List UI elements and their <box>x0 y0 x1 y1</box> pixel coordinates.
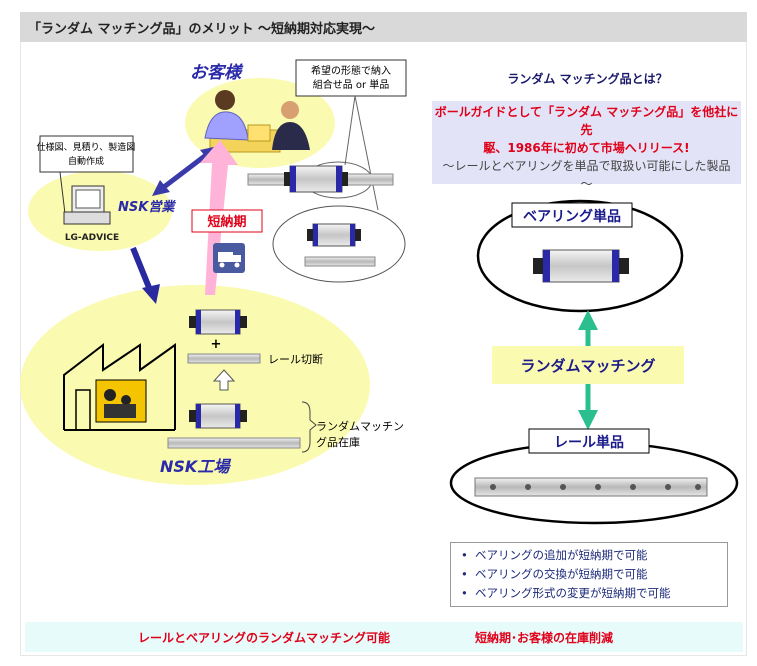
stock-rail <box>167 437 301 449</box>
up-arrow-icon <box>212 369 236 391</box>
benefit-item: ベアリング形式の変更が短納期で可能 <box>461 584 727 603</box>
docs-label-line2: 自動作成 <box>68 155 104 167</box>
short-delivery-label: 短納期 <box>207 214 246 230</box>
rail-with-bearing <box>247 165 394 193</box>
factory-bearing-top <box>189 309 247 335</box>
callout-line <box>344 95 356 166</box>
customer-label: お客様 <box>190 63 244 83</box>
sales-factory-arrow <box>130 246 160 304</box>
cut-rail <box>187 353 261 364</box>
header-title: 「ランダム マッチング品」のメリット ～短納期対応実現～ <box>28 22 376 37</box>
separate-rail <box>304 256 376 267</box>
bearing-unit-icon <box>533 249 629 283</box>
definition-title: ランダム マッチング品とは？ <box>507 72 668 86</box>
definition-red-line1: ボールガイドとして「ランダム マッチング品」を他社に先 <box>434 105 739 137</box>
factory-ellipse <box>20 285 370 485</box>
rail-label-box <box>528 428 650 454</box>
plus-label: + <box>211 337 222 352</box>
truck-icon <box>213 243 245 273</box>
factory-label: NSK工場 <box>160 457 231 476</box>
definition-gray-line1: ～レールとベアリングを単品で取扱い可能にした製品 <box>442 159 731 173</box>
rail-label: レール単品 <box>554 434 624 451</box>
factory-icon <box>63 342 176 431</box>
rail-cut-label: レール切断 <box>268 352 323 366</box>
benefits-box: ベアリングの追加が短納期で可能 ベアリングの交換が短納期で可能 ベアリング形式の… <box>450 542 728 607</box>
request-label-line1: 希望の形態で納入 <box>311 64 391 77</box>
matching-label: ランダムマッチング <box>520 357 655 375</box>
factory-bearing-bottom <box>189 403 247 429</box>
short-delivery-box <box>191 209 263 233</box>
benefit-item: ベアリングの交換が短納期で可能 <box>461 565 727 584</box>
bearing-label-box <box>511 202 633 228</box>
request-callout <box>295 59 407 97</box>
stock-bracket <box>301 401 317 453</box>
computer-icon <box>63 185 111 225</box>
matching-label-box <box>492 346 684 384</box>
docs-label-line1: 仕様図、見積り、製造図 <box>37 141 136 153</box>
definition-red-line2: 駆、1986年に初めて市場へリリース! <box>483 141 690 155</box>
page-header: 「ランダム マッチング品」のメリット ～短納期対応実現～ <box>20 12 747 42</box>
benefit-item: ベアリングの追加が短納期で可能 <box>461 546 727 565</box>
callout-line <box>354 95 379 211</box>
request-label-line2: 組合せ品 or 単品 <box>313 78 390 91</box>
rail-unit-icon <box>474 477 708 497</box>
definition-gray-line2: ～ <box>580 177 593 191</box>
sales-label: NSK営業 <box>118 199 176 215</box>
definition-box: ボールガイドとして「ランダム マッチング品」を他社に先 駆、1986年に初めて市… <box>432 101 741 191</box>
docs-callout <box>39 135 134 173</box>
stock-label-line2: グ品在庫 <box>316 435 360 449</box>
footer-left-text: レールとベアリングのランダムマッチング可能 <box>138 631 391 645</box>
content-frame <box>20 42 747 656</box>
customer-meeting-illustration <box>204 90 310 153</box>
footer-banner: レールとベアリングのランダムマッチング可能 短納期･お客様の在庫削減 <box>25 622 743 652</box>
stock-label-line1: ランダムマッチン <box>316 419 404 433</box>
separate-bearing <box>307 223 361 247</box>
bearing-label: ベアリング単品 <box>523 208 621 225</box>
sales-customer-arrow <box>152 146 218 196</box>
pc-label: LG-ADVICE <box>65 233 119 243</box>
footer-right-text: 短納期･お客様の在庫削減 <box>475 631 614 645</box>
